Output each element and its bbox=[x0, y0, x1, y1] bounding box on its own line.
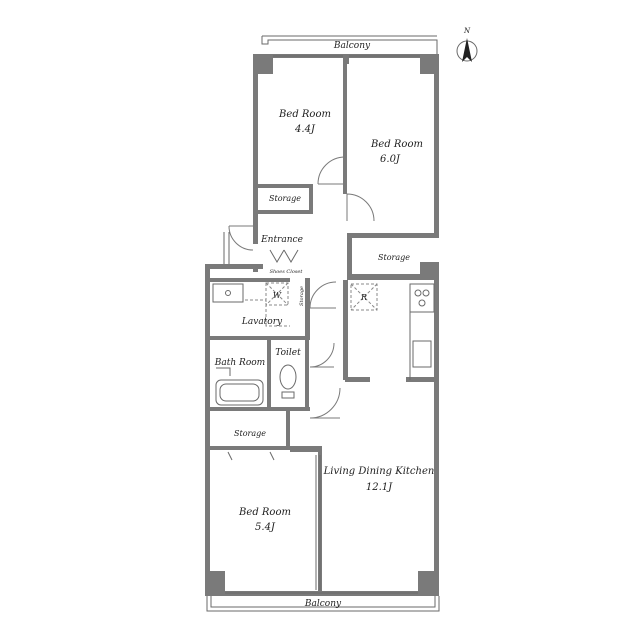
compass-label: N bbox=[463, 27, 471, 35]
balcony-bottom: Balcony bbox=[206, 596, 440, 612]
entrance-label: Entrance bbox=[260, 235, 303, 245]
balcony-top: Balcony bbox=[261, 35, 438, 56]
washer-mark: W bbox=[273, 291, 282, 300]
balcony-bottom-label: Balcony bbox=[304, 599, 342, 609]
balcony-top-label: Balcony bbox=[333, 41, 371, 51]
bedroom-bottom-name: Bed Room bbox=[238, 507, 291, 518]
ldk-size: 12.1J bbox=[366, 482, 393, 493]
doors bbox=[223, 55, 420, 594]
shoes-closet-label: Shoes Closet bbox=[270, 269, 304, 275]
room-bedroom-top-left: Bed Room 4.4J bbox=[278, 109, 331, 135]
bedroom-top-right-name: Bed Room bbox=[370, 139, 423, 150]
room-bedroom-bottom: Bed Room 5.4J bbox=[238, 507, 291, 533]
north-arrow-icon: N bbox=[456, 27, 478, 62]
fixtures bbox=[212, 249, 435, 461]
ldk-name: Living Dining Kitchen bbox=[323, 466, 435, 477]
bedroom-bottom-size: 5.4J bbox=[255, 522, 276, 533]
room-bedroom-top-right: Bed Room 6.0J bbox=[370, 139, 423, 165]
bedroom-top-left-size: 4.4J bbox=[294, 124, 316, 135]
fridge-mark: R bbox=[360, 293, 367, 302]
storage-top-left-label: Storage bbox=[269, 194, 301, 203]
storage-bottom-left-label: Storage bbox=[234, 429, 266, 438]
lavatory-label: Lavatory bbox=[241, 317, 283, 327]
bath-room-label: Bath Room bbox=[214, 358, 265, 368]
bedroom-top-left-name: Bed Room bbox=[278, 109, 331, 120]
room-ldk: Living Dining Kitchen 12.1J bbox=[323, 466, 435, 493]
storage-lavatory-label: Storage bbox=[299, 286, 305, 306]
bedroom-top-right-size: 6.0J bbox=[380, 154, 401, 165]
toilet-label: Toilet bbox=[275, 348, 301, 358]
storage-top-right-label: Storage bbox=[378, 253, 410, 262]
